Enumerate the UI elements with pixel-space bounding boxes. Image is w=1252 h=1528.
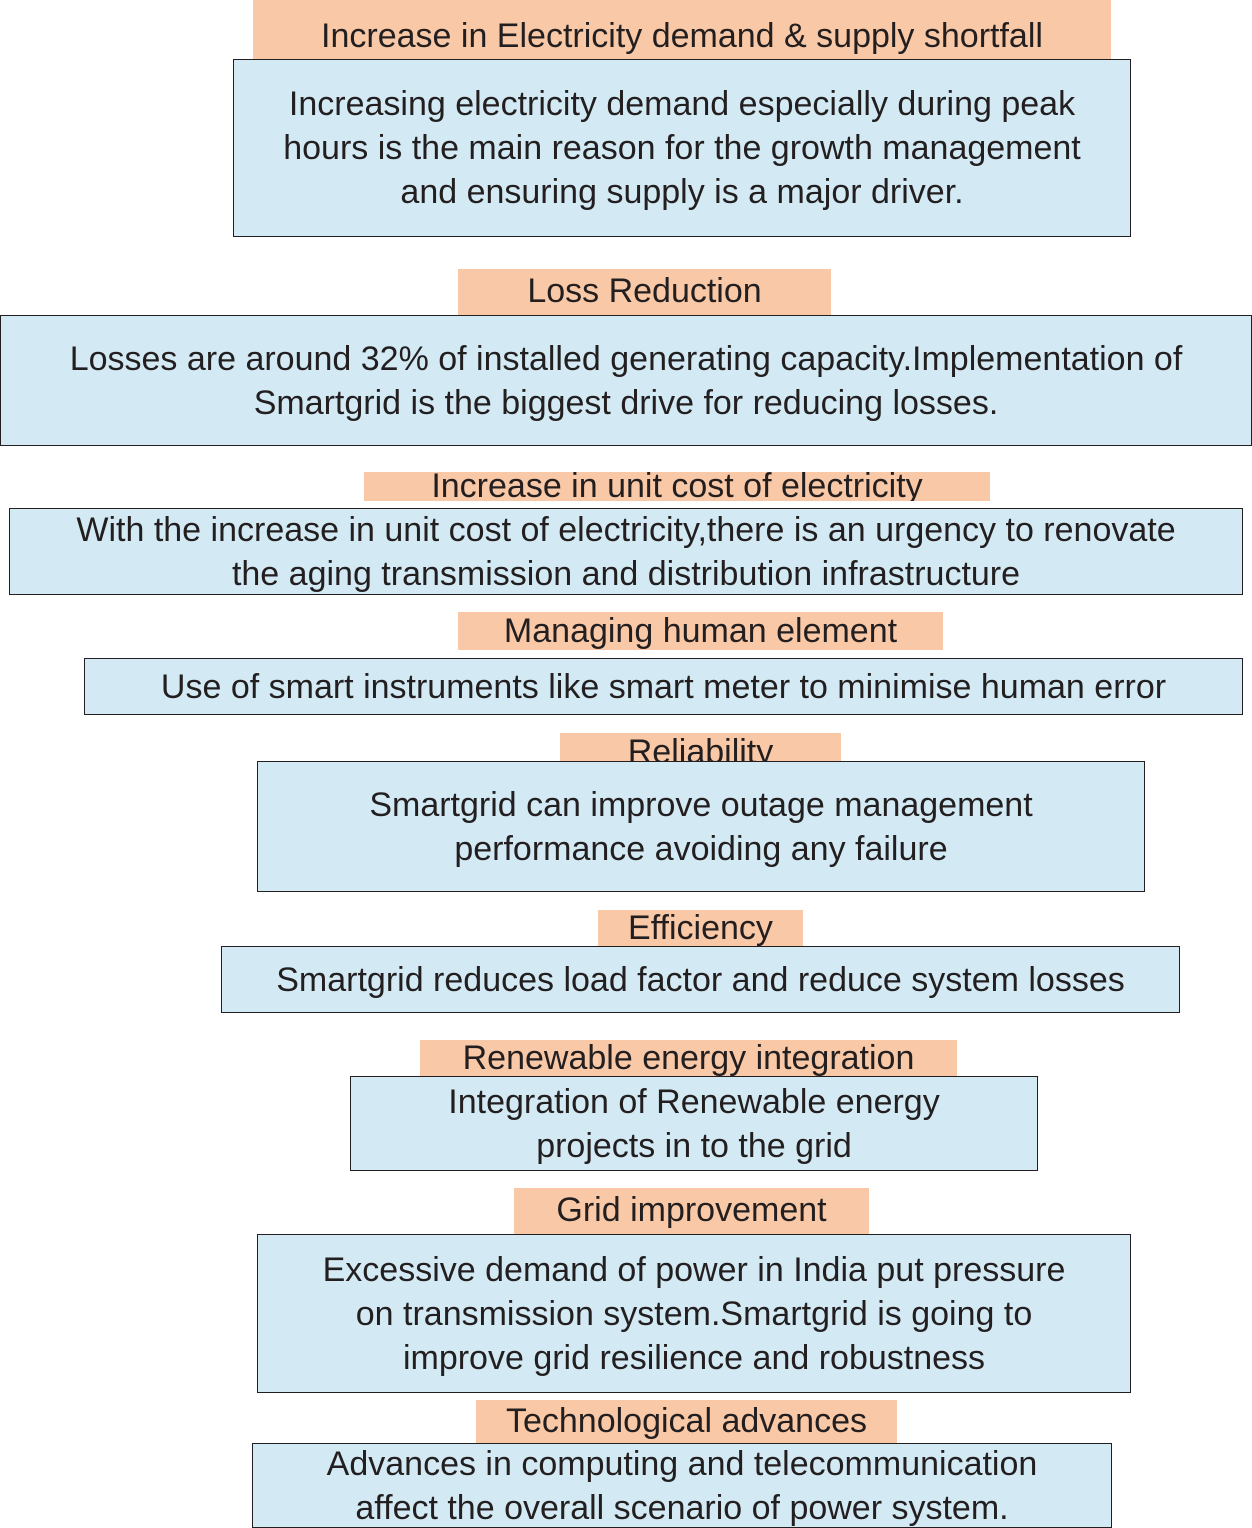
- text-line: Smartgrid is the biggest drive for reduc…: [253, 383, 999, 422]
- text-line: Advances in computing and telecommunicat…: [326, 1444, 1038, 1483]
- box-grid-improvement: Excessive demand of power in India put p…: [257, 1234, 1131, 1393]
- header-reliability: Reliability: [560, 733, 841, 761]
- header-loss-reduction: Loss Reduction: [458, 269, 831, 316]
- box-human-element: Use of smart instruments like smart mete…: [84, 658, 1243, 715]
- text-line: the aging transmission and distribution …: [231, 554, 1021, 593]
- text-line: and ensuring supply is a major driver.: [400, 173, 964, 211]
- box-reliability: Smartgrid can improve outage management …: [257, 761, 1145, 892]
- header-demand: Increase in Electricity demand & supply …: [253, 0, 1111, 59]
- text-line: hours is the main reason for the growth …: [283, 129, 1081, 167]
- text-line: projects in to the grid: [536, 1126, 852, 1165]
- header-human-element: Managing human element: [458, 612, 943, 650]
- text-line: Increasing electricity demand especially…: [288, 85, 1076, 123]
- text-line: performance avoiding any failure: [454, 829, 948, 868]
- text-line: Smartgrid reduces load factor and reduce…: [276, 960, 1125, 999]
- header-grid-improvement: Grid improvement: [514, 1188, 869, 1235]
- text-line: Smartgrid can improve outage management: [369, 785, 1033, 824]
- box-demand: Increasing electricity demand especially…: [233, 59, 1131, 237]
- box-unit-cost: With the increase in unit cost of electr…: [9, 508, 1243, 595]
- box-tech-advances: Advances in computing and telecommunicat…: [252, 1443, 1112, 1528]
- text-line: Excessive demand of power in India put p…: [322, 1250, 1066, 1289]
- header-efficiency: Efficiency: [598, 910, 803, 947]
- header-unit-cost: Increase in unit cost of electricity: [364, 472, 990, 501]
- text-line: Losses are around 32% of installed gener…: [69, 339, 1183, 378]
- box-loss-reduction: Losses are around 32% of installed gener…: [0, 315, 1252, 446]
- text-line: on transmission system.Smartgrid is goin…: [355, 1294, 1033, 1333]
- header-renewable: Renewable energy integration: [420, 1040, 957, 1077]
- header-tech-advances: Technological advances: [476, 1400, 897, 1444]
- text-line: affect the overall scenario of power sys…: [355, 1488, 1009, 1527]
- box-renewable: Integration of Renewable energy projects…: [350, 1076, 1038, 1171]
- text-line: Use of smart instruments like smart mete…: [160, 667, 1167, 706]
- text-line: With the increase in unit cost of electr…: [76, 510, 1176, 549]
- box-efficiency: Smartgrid reduces load factor and reduce…: [221, 946, 1180, 1013]
- text-line: improve grid resilience and robustness: [402, 1338, 986, 1377]
- text-line: Integration of Renewable energy: [448, 1082, 940, 1121]
